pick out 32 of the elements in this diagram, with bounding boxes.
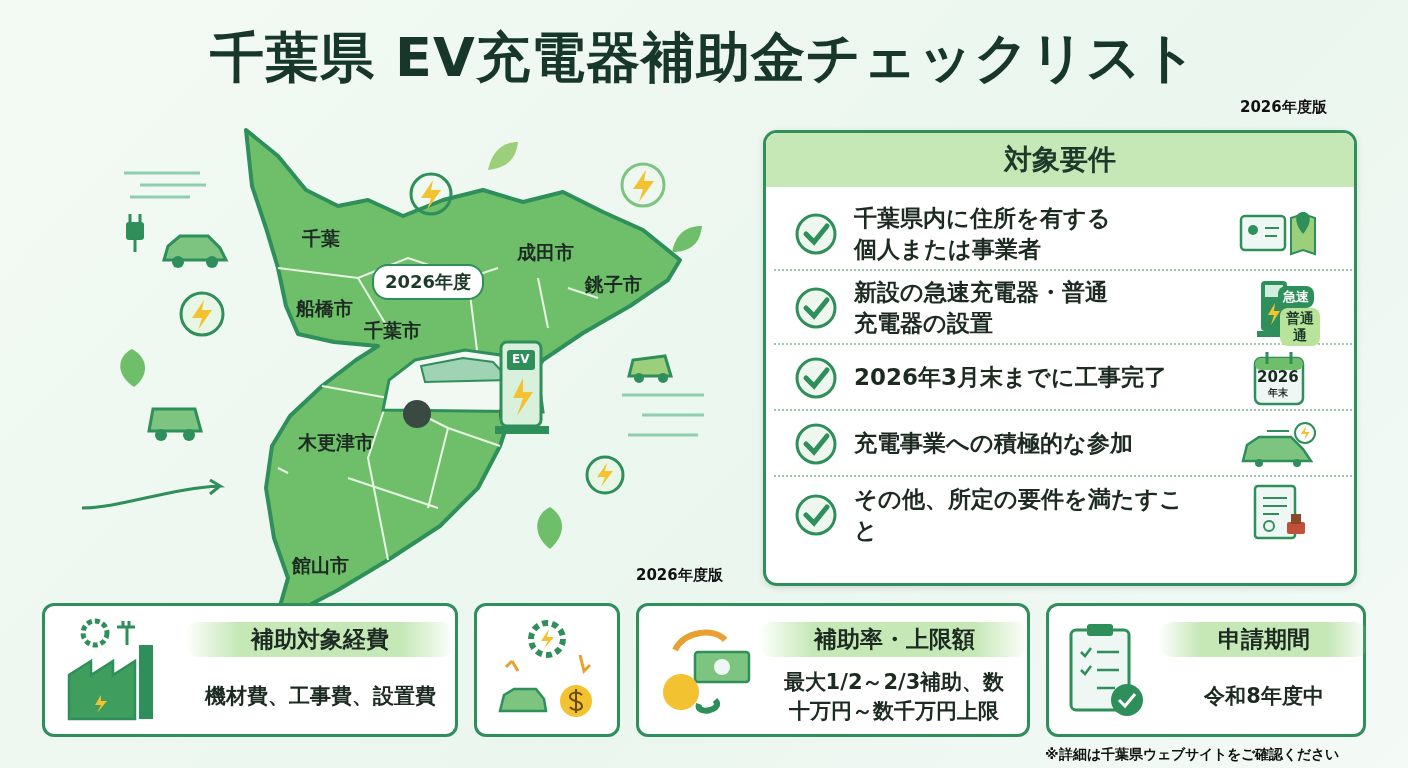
footnote: ※詳細は千葉県ウェブサイトをご確認ください	[1045, 746, 1339, 764]
card-body-text: 機材費、工事費、設置費	[203, 683, 437, 711]
requirements-panel	[763, 130, 1357, 586]
info-card	[636, 603, 1030, 737]
icon-card	[474, 603, 620, 737]
card-heading: 補助対象経費	[185, 622, 455, 657]
title: 千葉県 EV充電器補助金チェックリスト	[209, 25, 1199, 91]
map-place-label: 成田市	[517, 240, 574, 265]
fast-charge-badge: 急速	[1278, 286, 1314, 308]
info-card	[42, 603, 458, 737]
map-place-label: 銚子市	[585, 272, 642, 297]
map-place-label: 船橋市	[296, 296, 353, 321]
requirement-text: 2026年3月末までに工事完了	[854, 363, 1169, 393]
speech-bubble: 2026年度	[372, 264, 484, 300]
requirement-text: その他、所定の要件を満たすこと	[854, 484, 1184, 545]
calendar-text: 年末	[1268, 386, 1288, 400]
requirement-text: 新設の急速充電器・普通充電器の設置	[854, 277, 1109, 338]
map-place-label: 千葉	[302, 226, 340, 251]
card-body-text: 最大1/2～2/3補助、数十万円～数千万円上限	[782, 668, 1006, 725]
card-heading: 申請期間	[1159, 622, 1369, 657]
requirement-text: 千葉県内に住所を有する個人または事業者	[854, 203, 1112, 264]
requirement-text: 充電事業への積極的な参加	[854, 429, 1134, 459]
normal-charge-badge: 普通通	[1280, 308, 1320, 346]
card-heading: 補助率・上限額	[759, 622, 1029, 657]
card-body-text: 令和8年度中	[1203, 683, 1325, 711]
map-place-label: 館山市	[292, 553, 349, 578]
edition-label: 2026年度版	[1240, 98, 1327, 117]
info-card	[1046, 603, 1366, 737]
panel-header: 対象要件	[766, 133, 1354, 187]
map-place-label: 千葉市	[364, 318, 421, 343]
calendar-year: 2026	[1257, 368, 1299, 386]
edition-label: 2026年度版	[636, 566, 723, 585]
